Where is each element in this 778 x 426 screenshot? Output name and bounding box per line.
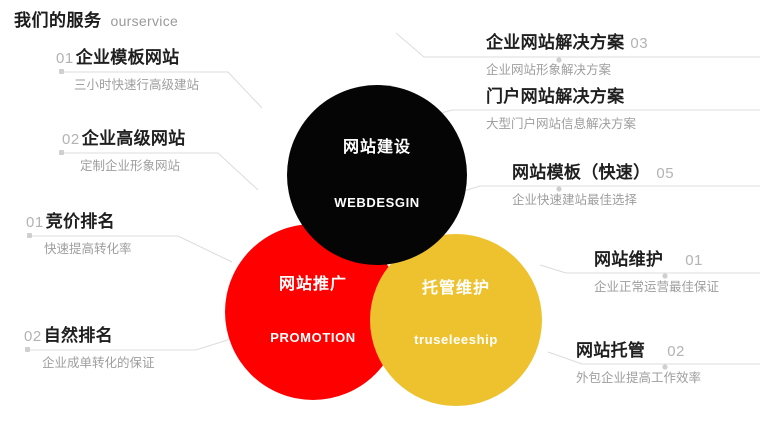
item-title: 网站托管	[576, 341, 646, 360]
service-item-site-template-fast[interactable]: 网站模板（快速） 05 企业快速建站最佳选择	[512, 158, 674, 208]
item-subtitle: 企业成单转化的保证	[42, 356, 155, 370]
item-number: 02	[62, 131, 80, 148]
circle-black-label-en: WEBDESGIN	[334, 195, 420, 210]
item-number: 01	[26, 214, 44, 231]
item-number: 01	[685, 252, 703, 269]
circle-black-label-cn: 网站建设	[342, 139, 411, 156]
circle-red-label-en: PROMOTION	[270, 330, 356, 345]
item-subtitle: 企业正常运营最佳保证	[594, 280, 720, 294]
service-item-portal-solution[interactable]: 门户网站解决方案 大型门户网站信息解决方案	[486, 82, 636, 132]
item-title: 企业网站解决方案	[486, 33, 625, 52]
item-subtitle: 企业网站形象解决方案	[486, 63, 612, 77]
page-title: 我们的服务 ourservice	[14, 6, 178, 31]
item-number: 03	[630, 35, 649, 52]
item-title: 竞价排名	[45, 212, 115, 231]
circle-red-label-cn: 网站推广	[278, 276, 347, 293]
item-number: 02	[667, 343, 685, 360]
service-item-advanced-site[interactable]: 02 企业高级网站 定制企业形象网站	[62, 124, 186, 174]
item-title: 自然排名	[43, 326, 113, 345]
service-item-enterprise-solution[interactable]: 企业网站解决方案 03 企业网站形象解决方案	[486, 28, 648, 78]
circle-web-construction[interactable]: 网站建设 WEBDESGIN	[287, 85, 467, 265]
item-subtitle: 企业快速建站最佳选择	[512, 193, 638, 207]
page-title-cn: 我们的服务	[14, 11, 102, 30]
item-title: 网站维护	[594, 250, 664, 269]
page-title-en: ourservice	[110, 13, 179, 29]
service-item-paid-ranking[interactable]: 01 竞价排名 快速提高转化率	[26, 207, 132, 257]
item-title: 门户网站解决方案	[486, 87, 625, 106]
circle-yellow-label-en: truseleeship	[414, 332, 498, 347]
item-title: 网站模板（快速）	[512, 163, 651, 182]
item-subtitle: 三小时快速行高级建站	[74, 78, 200, 92]
item-title: 企业模板网站	[75, 48, 180, 67]
service-item-site-maintenance[interactable]: 网站维护 01 企业正常运营最佳保证	[594, 245, 719, 295]
circle-hosting-maintenance[interactable]: 托管维护 truseleeship	[370, 234, 542, 406]
item-number: 02	[24, 328, 42, 345]
service-item-template-site[interactable]: 01 企业模板网站 三小时快速行高级建站	[56, 43, 199, 93]
item-subtitle: 快速提高转化率	[44, 242, 132, 256]
item-title: 企业高级网站	[81, 129, 186, 148]
service-item-site-hosting[interactable]: 网站托管 02 外包企业提高工作效率	[576, 336, 701, 386]
circle-yellow-label-cn: 托管维护	[421, 280, 490, 297]
item-number: 01	[56, 50, 74, 67]
service-item-organic-ranking[interactable]: 02 自然排名 企业成单转化的保证	[24, 321, 155, 371]
item-number: 05	[656, 165, 675, 182]
item-subtitle: 外包企业提高工作效率	[576, 371, 702, 385]
item-subtitle: 大型门户网站信息解决方案	[486, 117, 637, 131]
item-subtitle: 定制企业形象网站	[80, 159, 181, 173]
